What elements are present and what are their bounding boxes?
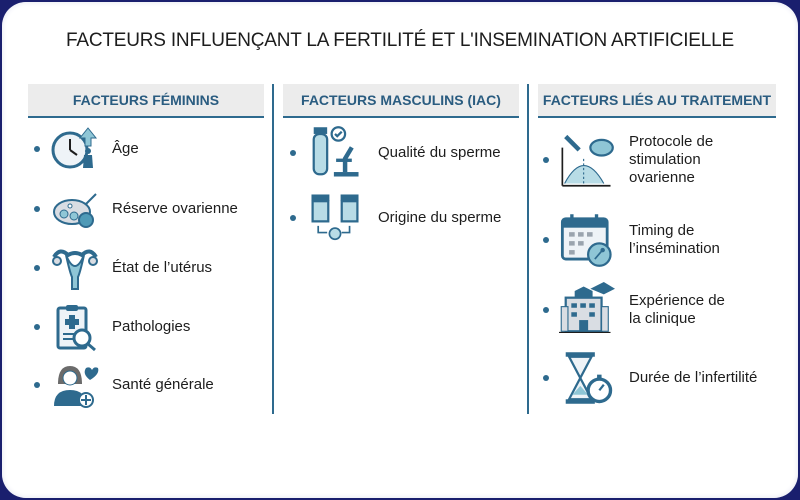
column-divider [527,84,529,414]
bullet [543,307,549,313]
item-label: Qualité du sperme [378,144,501,161]
item-label: Timing de l’insémination [629,222,720,257]
item-label: Pathologies [112,318,191,335]
list-item: État de l’utérus [34,243,212,293]
column-divider [272,84,274,414]
sample-containers-icon [311,194,359,241]
bullet [543,375,549,381]
hourglass-stopwatch-icon [565,352,613,404]
item-label: Durée de l’infertilité [629,369,758,386]
page-title: FACTEURS INFLUENÇANT LA FERTILITÉ ET L'I… [66,30,734,51]
item-label: Santé générale [112,376,214,393]
woman-heart-icon [54,366,99,408]
item-label: Âge [112,140,139,157]
column-male-factors: FACTEURS MASCULINS (IAC) [283,84,519,118]
list-item: Qualité du sperme [290,125,501,181]
column-female-factors: FACTEURS FÉMININS [28,84,264,118]
bullet [34,324,40,330]
list-item: Âge [34,124,139,174]
bullet [543,157,549,163]
bullet [290,215,296,221]
item-label: Expérience de la clinique [629,292,725,327]
sample-microscope-icon [312,126,359,177]
bullet [34,382,40,388]
list-item: Expérience de la clinique [543,282,739,338]
list-item: Pathologies [34,302,190,352]
list-item: Protocole de stimulation ovarienne [543,132,749,188]
calendar-sperm-icon [560,214,612,267]
list-item: Santé générale [34,360,214,410]
column-heading: FACTEURS FÉMININS [28,84,264,118]
column-treatment-factors: FACTEURS LIÉS AU TRAITEMENT [538,84,776,118]
clipboard-magnifier-icon [56,305,96,352]
list-item: Durée de l’infertilité [543,350,757,406]
bullet [543,237,549,243]
bullet [34,206,40,212]
item-label: Réserve ovarienne [112,200,238,217]
item-label: Protocole de stimulation ovarienne [629,133,714,186]
column-heading: FACTEURS LIÉS AU TRAITEMENT [538,84,776,118]
bullet [34,265,40,271]
item-label: État de l’utérus [112,259,213,276]
item-label: Origine du sperme [378,209,502,226]
column-heading: FACTEURS MASCULINS (IAC) [283,84,519,118]
syringe-curve-icon [561,134,614,187]
list-item: Timing de l’insémination [543,212,739,268]
uterus-icon [52,249,98,290]
clock-age-icon [51,127,98,169]
list-item: Réserve ovarienne [34,184,238,234]
list-item: Origine du sperme [290,190,501,246]
bullet [290,150,296,156]
ovary-follicles-icon [53,193,97,228]
clinic-graduation-icon [559,282,615,333]
bullet [34,146,40,152]
